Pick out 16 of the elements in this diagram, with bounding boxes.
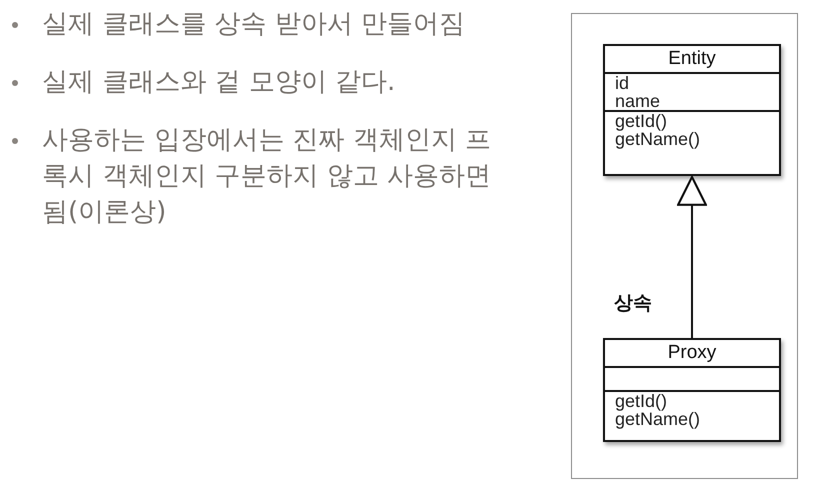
class-name: Entity	[605, 46, 779, 74]
bullet-text: 사용하는 입장에서는 진짜 객체인지 프록시 객체인지 구분하지 않고 사용하면 됨(이론상)	[42, 124, 492, 229]
bullet-text: 실제 클래스를 상속 받아서 만들어짐	[42, 8, 466, 41]
bullet-text: 실제 클래스와 겉 모양이 같다.	[42, 66, 396, 99]
class-box	[603, 44, 781, 176]
class-box	[603, 338, 781, 442]
method-text: getId()	[615, 392, 668, 410]
class-name: Proxy	[605, 340, 779, 368]
inheritance-arrow	[677, 176, 707, 338]
attribute-text: name	[615, 92, 662, 110]
edge-label: 상속	[614, 291, 652, 316]
method-text: getId()	[615, 112, 668, 130]
diagram-frame	[571, 13, 798, 479]
attribute-text: id	[615, 74, 630, 92]
method-text: getName()	[615, 410, 702, 428]
method-text: getName()	[615, 130, 702, 148]
